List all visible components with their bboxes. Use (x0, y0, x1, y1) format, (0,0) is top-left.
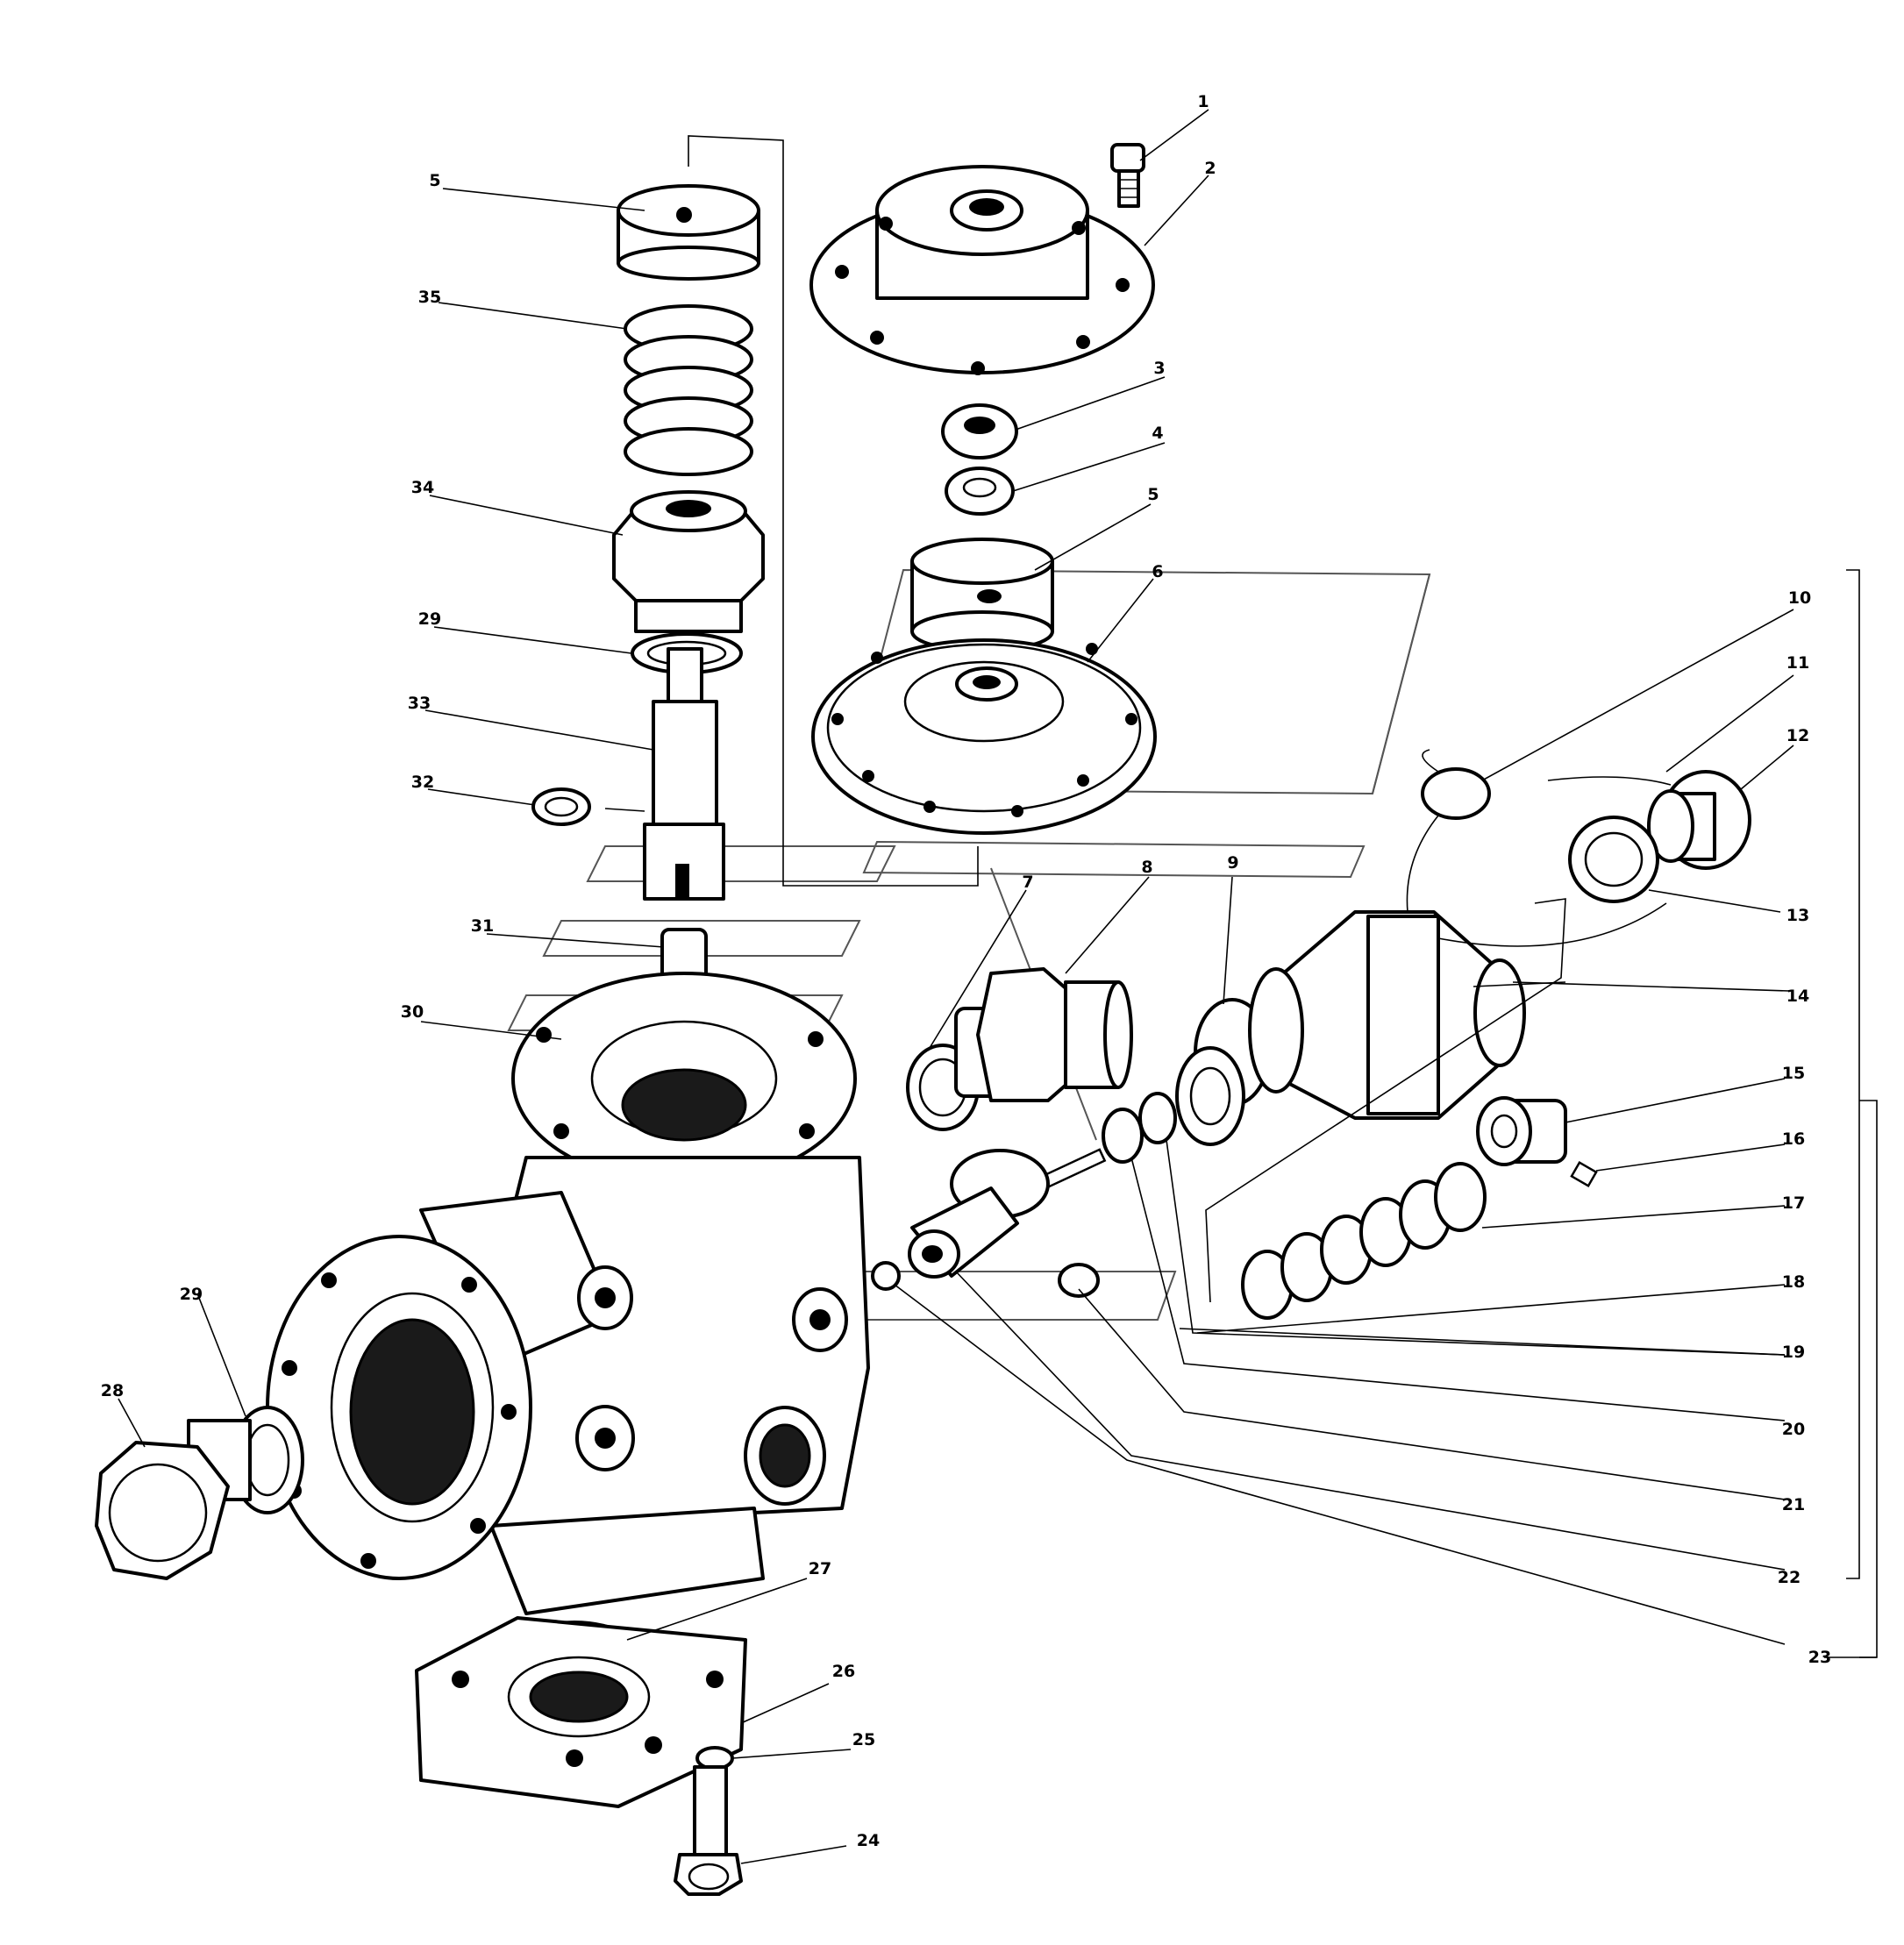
callout-16: 16 (1782, 1129, 1805, 1149)
part-16-pin (1570, 1160, 1598, 1188)
callout-17: 17 (1782, 1193, 1805, 1213)
callout-8: 8 (1141, 858, 1152, 877)
part-22-ball (871, 1261, 901, 1291)
part-6-diaphragm (811, 638, 1157, 835)
part-34-bushing (612, 490, 765, 633)
callout-33: 33 (408, 694, 431, 713)
callout-20: 20 (1782, 1420, 1805, 1439)
callout-24: 24 (857, 1831, 880, 1850)
part-15-cap (1476, 1096, 1567, 1166)
callout-25: 25 (852, 1730, 875, 1749)
part-2-cover (809, 165, 1155, 375)
part-21-screw (1058, 1263, 1100, 1298)
callout-13: 13 (1786, 906, 1809, 925)
callout-15: 15 (1782, 1064, 1805, 1083)
part-5-cup-lower (910, 538, 1054, 652)
part-30-valve-body (266, 972, 870, 1615)
assembly-frames (688, 135, 1878, 1658)
part-13-ring (1568, 816, 1659, 903)
part-11-wire (1437, 776, 1672, 947)
part-8-fitting (954, 967, 1133, 1102)
part-35-spring (624, 304, 753, 476)
leader-lines (118, 109, 1877, 1864)
callout-21: 21 (1782, 1495, 1805, 1514)
part-17-spring (1241, 1162, 1487, 1320)
callout-29a: 29 (418, 609, 441, 629)
callout-7: 7 (1022, 873, 1033, 892)
part-19-pin (1042, 1108, 1144, 1188)
part-28-plug (95, 1419, 252, 1580)
callout-1: 1 (1197, 92, 1209, 111)
callout-22: 22 (1778, 1568, 1801, 1587)
callout-11: 11 (1786, 653, 1809, 673)
callout-14: 14 (1786, 987, 1809, 1006)
part-3-nut (941, 403, 1018, 460)
callout-35: 35 (418, 288, 441, 307)
part-5-disc-upper (617, 184, 760, 281)
callout-9: 9 (1227, 853, 1238, 873)
part-10-seal (1406, 749, 1491, 913)
callout-28: 28 (101, 1381, 124, 1400)
part-12-cap (1647, 770, 1751, 870)
callout-5b: 5 (1147, 485, 1159, 504)
callout-27: 27 (809, 1559, 831, 1578)
part-20-valve (908, 1149, 1050, 1279)
callout-5a: 5 (429, 171, 440, 190)
part-26-square-flange (415, 1616, 747, 1808)
callout-10: 10 (1788, 588, 1811, 608)
callout-2: 2 (1204, 159, 1216, 178)
callout-labels: 1 2 3 4 5 5 6 7 8 9 10 11 12 13 14 15 16… (101, 92, 1831, 1850)
callout-29b: 29 (180, 1285, 203, 1304)
callout-23: 23 (1808, 1648, 1831, 1667)
part-18-ring (1138, 1092, 1177, 1144)
part-33-stem (643, 647, 725, 901)
callout-18: 18 (1782, 1272, 1805, 1292)
part-1-bolt (1110, 143, 1145, 208)
callout-26: 26 (832, 1662, 855, 1681)
callout-31: 31 (471, 916, 494, 936)
part-14-sleeve (1248, 910, 1526, 1120)
part-24-bolt (674, 1765, 743, 1896)
callout-34: 34 (411, 478, 434, 497)
callout-12: 12 (1786, 726, 1809, 745)
callout-3: 3 (1153, 359, 1165, 378)
part-32-ring (531, 787, 645, 826)
callout-19: 19 (1782, 1343, 1805, 1362)
callout-30: 30 (401, 1002, 424, 1022)
callout-32: 32 (411, 773, 434, 792)
part-4-washer (945, 467, 1015, 516)
callout-6: 6 (1152, 562, 1163, 581)
callout-4: 4 (1152, 424, 1163, 443)
